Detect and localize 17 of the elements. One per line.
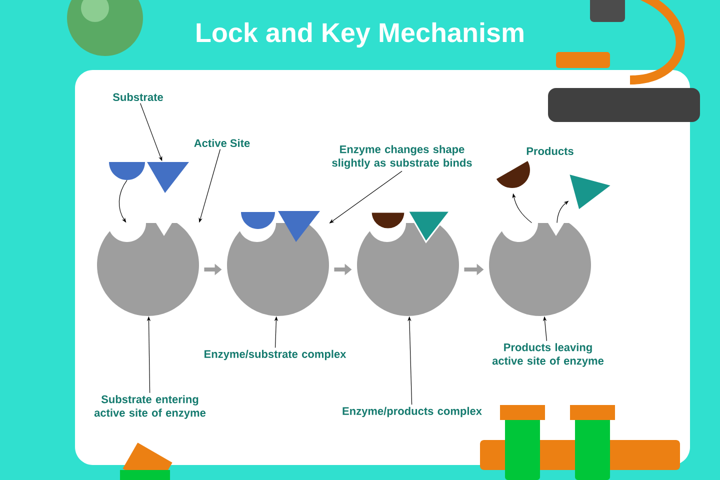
title: Lock and Key Mechanism	[196, 22, 524, 48]
callout-text: Products	[526, 146, 574, 156]
callout-text: Active Site	[194, 138, 250, 148]
callout-text: Substrate entering active site of enzyme	[94, 395, 206, 419]
enzyme-drawing	[357, 210, 459, 316]
callout-text: Enzyme/substrate complex	[204, 350, 346, 360]
triangle-shape	[147, 162, 189, 193]
callout-text: Enzyme changes shape slightly as substrate binds	[332, 145, 472, 169]
enzyme-drawing	[97, 223, 199, 316]
enzyme-drawing	[227, 211, 329, 316]
enzyme-drawing	[489, 223, 591, 316]
triangle-shape	[570, 174, 610, 210]
callout-text: Products leaving active site of enzyme	[492, 343, 604, 367]
callout-text: Enzyme/products complex	[342, 406, 482, 418]
semicircle-shape	[496, 161, 530, 188]
callout-text: Substrate	[112, 92, 163, 102]
semicircle-shape	[109, 162, 145, 180]
